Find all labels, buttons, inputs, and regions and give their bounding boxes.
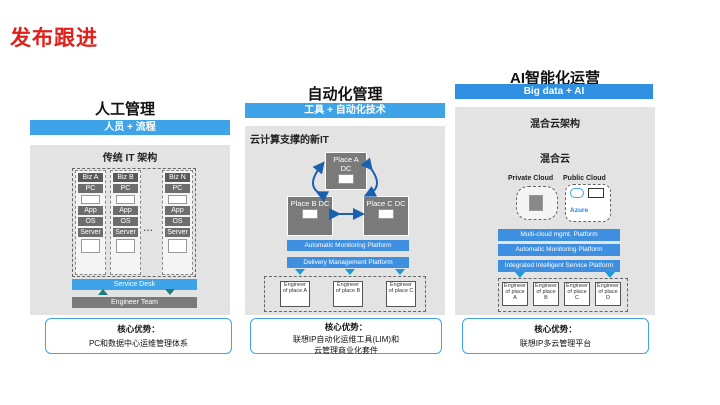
arrow-down-icon (515, 272, 525, 278)
engineer-box: Engineer of place B (533, 282, 559, 306)
server-icon (529, 195, 543, 211)
biz-label: Biz B (113, 173, 138, 182)
public-cloud-label: Public Cloud (563, 175, 606, 182)
page-title: 发布跟进 (10, 27, 98, 50)
public-cloud-box: Azure (565, 184, 611, 222)
arrow-down-icon (345, 269, 355, 275)
advantage-text: 联想IP多云管理平台 (519, 339, 592, 348)
col1-title: 人工管理 (94, 101, 155, 118)
os-label: OS (165, 217, 190, 226)
advantage-line-2: 云管理商业化套件 (314, 346, 378, 355)
arrow-down-icon (395, 269, 405, 275)
server-icon (81, 239, 100, 253)
ellipsis: ... (143, 220, 154, 234)
col2-bar: 工具 + 自动化技术 (245, 103, 445, 118)
engineer-group (498, 278, 628, 312)
azure-label: Azure (570, 207, 589, 214)
place-b-label: Place B DC (290, 199, 330, 208)
col2-advantage-box: 核心优势： 联想IP自动化运维工具(LIM)和 云管理商业化套件 (250, 318, 442, 355)
service-desk-bar: Service Desk (72, 279, 197, 290)
col3-sub-head: 混合云 (540, 154, 570, 165)
pc-label: PC (78, 184, 103, 193)
arrow-a-b (312, 161, 330, 203)
pc-label: PC (113, 184, 138, 193)
col1-panel-head: 传统 IT 架构 (102, 153, 158, 164)
engineer-group (264, 276, 426, 312)
biz-column-a: Biz A PC App OS Server (75, 170, 106, 275)
provider-logo-icon (588, 188, 604, 198)
pc-icon (116, 195, 135, 204)
advantage-text: PC和数据中心运维管理体系 (88, 339, 189, 348)
engineer-box: Engineer of place B (333, 281, 363, 307)
server-label: Server (78, 228, 103, 237)
app-label: App (78, 206, 103, 215)
col3-advantage-box: 核心优势： 联想IP多云管理平台 (462, 318, 649, 354)
biz-column-b: Biz B PC App OS Server (110, 170, 141, 275)
biz-label: Biz A (78, 173, 103, 182)
os-label: OS (78, 217, 103, 226)
automatic-monitoring-platform: Automatic Monitoring Platform (498, 244, 620, 256)
server-icon (302, 209, 318, 219)
biz-group-frame (72, 168, 196, 277)
dc-connection-arrows (312, 157, 378, 220)
delivery-management-platform: Delivery Management Platform (287, 257, 409, 268)
biz-label: Biz N (165, 173, 190, 182)
server-icon (168, 239, 187, 253)
integrated-intelligent-service-platform: Integrated Intelligent Service Platform (498, 260, 620, 272)
engineer-box: Engineer of place D (595, 282, 621, 306)
arrow-down-icon (295, 269, 305, 275)
os-label: OS (113, 217, 138, 226)
advantage-label: 核心优势： (324, 322, 368, 332)
server-label: Server (113, 228, 138, 237)
arrow-up-icon (98, 289, 108, 295)
app-label: App (113, 206, 138, 215)
biz-column-n: Biz N PC App OS Server (162, 170, 193, 275)
server-icon (378, 209, 394, 219)
advantage-label: 核心优势： (117, 324, 160, 334)
place-b-dc: Place B DC (287, 196, 333, 236)
advantage-line-1: 联想IP自动化运维工具(LIM)和 (292, 335, 400, 344)
engineer-box: Engineer of place A (502, 282, 528, 306)
arrow-down-icon (605, 272, 615, 278)
arrow-down-icon (165, 289, 175, 295)
col1-bar: 人员 + 流程 (30, 120, 230, 135)
col2-title: 自动化管理 (307, 86, 383, 103)
place-a-label: Place A DC (333, 155, 359, 173)
col3-bar: Big data + AI (455, 84, 653, 99)
pc-label: PC (165, 184, 190, 193)
col2-panel-head: 云计算支撑的新IT (250, 135, 329, 146)
col3-title: AI智能化运营 (509, 70, 600, 87)
server-label: Server (165, 228, 190, 237)
engineer-box: Engineer of place A (280, 281, 310, 307)
engineer-box: Engineer of place C (564, 282, 590, 306)
engineer-box: Engineer of place C (386, 281, 416, 307)
app-label: App (165, 206, 190, 215)
pc-icon (168, 195, 187, 204)
col3-panel-head: 混合云架构 (530, 119, 580, 130)
server-icon (116, 239, 135, 253)
private-cloud-label: Private Cloud (508, 175, 554, 182)
arrow-a-c (360, 157, 378, 197)
automatic-monitoring-platform: Automatic Monitoring Platform (287, 240, 409, 251)
cloud-icon (570, 188, 584, 198)
place-c-label: Place C DC (366, 199, 406, 208)
multi-cloud-mgmt-platform: Multi-cloud mgmt. Platform (498, 229, 620, 241)
engineer-team-bar: Engineer Team (72, 297, 197, 308)
server-icon (338, 174, 354, 184)
private-cloud-icon (516, 186, 558, 220)
advantage-label: 核心优势： (534, 324, 577, 334)
pc-icon (81, 195, 100, 204)
col1-advantage-box: 核心优势： PC和数据中心运维管理体系 (45, 318, 232, 354)
